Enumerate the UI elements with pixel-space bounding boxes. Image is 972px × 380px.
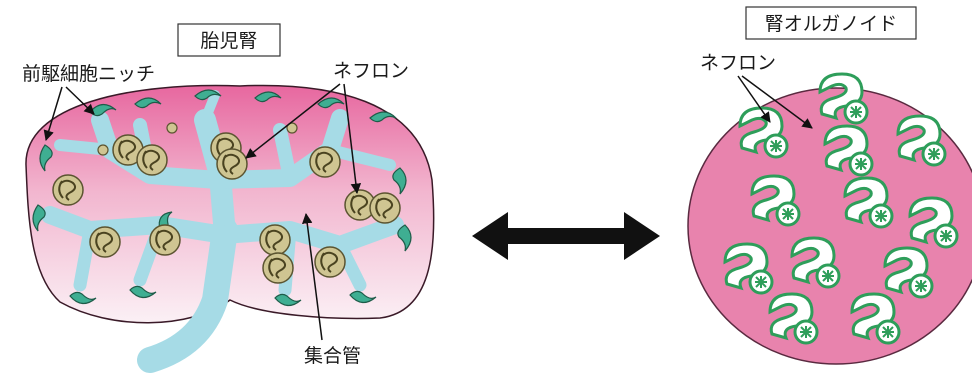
kidney-organoid-title: 腎オルガノイド [765, 13, 897, 35]
fetal-kidney-title-box: 胎児腎 [178, 24, 280, 56]
fetal-kidney-illustration [26, 85, 434, 360]
kidney-organoid-illustration [688, 74, 972, 364]
kidney-organoid-title-box: 腎オルガノイド [746, 7, 916, 39]
collecting-duct-label: 集合管 [304, 345, 361, 367]
comparison-double-arrow [472, 212, 660, 260]
fetal-kidney-title: 胎児腎 [200, 30, 257, 52]
progenitor-niche-label: 前駆細胞ニッチ [22, 63, 155, 85]
nephron-label-left: ネフロン [333, 60, 409, 82]
nephron-label-right: ネフロン [700, 52, 776, 74]
